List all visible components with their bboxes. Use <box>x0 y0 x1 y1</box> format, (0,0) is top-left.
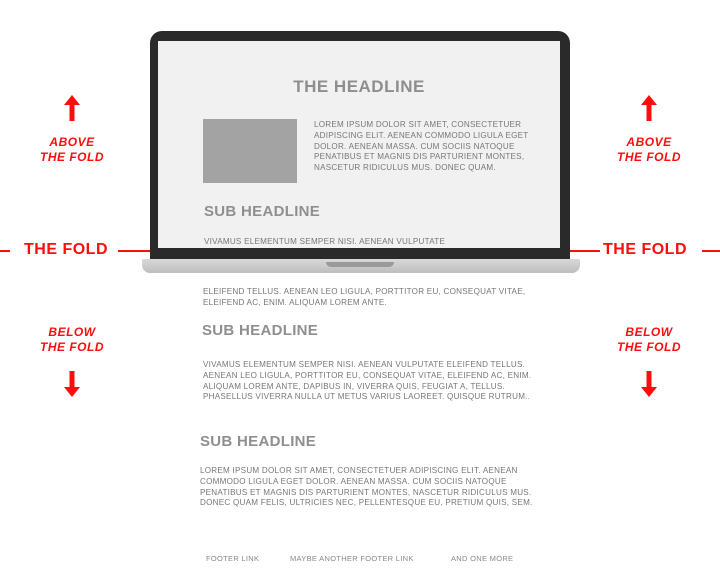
fold-line-right-end <box>702 250 720 252</box>
arrow-up-icon <box>64 95 80 121</box>
paragraph-3: LOREM IPSUM DOLOR SIT AMET, CONSECTETUER… <box>200 466 533 508</box>
fold-line-right <box>570 250 600 252</box>
above-fold-label-right: ABOVE THE FOLD <box>617 135 681 164</box>
arrow-down-icon <box>641 371 657 397</box>
fold-label-right: THE FOLD <box>603 241 687 258</box>
fold-line-left-start <box>0 250 10 252</box>
image-placeholder <box>203 119 297 183</box>
laptop-notch <box>326 262 394 267</box>
paragraph-1-continued: ELEIFEND TELLUS. AENEAN LEO LIGULA, PORT… <box>203 287 526 307</box>
arrow-up-icon <box>641 95 657 121</box>
page-headline: THE HEADLINE <box>293 77 425 96</box>
footer-link-1[interactable]: FOOTER LINK <box>206 554 260 563</box>
fold-line-left <box>118 250 150 252</box>
fold-label-left: THE FOLD <box>24 241 108 258</box>
intro-paragraph: LOREM IPSUM DOLOR SIT AMET, CONSECTETUER… <box>314 120 529 173</box>
paragraph-1-first-line: VIVAMUS ELEMENTUM SEMPER NISI. AENEAN VU… <box>204 237 446 246</box>
sub-headline-2: SUB HEADLINE <box>202 322 319 339</box>
below-fold-label-left: BELOW THE FOLD <box>40 325 104 354</box>
paragraph-2: VIVAMUS ELEMENTUM SEMPER NISI. AENEAN VU… <box>203 360 532 402</box>
above-fold-label-left: ABOVE THE FOLD <box>40 135 104 164</box>
arrow-down-icon <box>64 371 80 397</box>
sub-headline-3: SUB HEADLINE <box>200 433 317 450</box>
sub-headline-1: SUB HEADLINE <box>204 203 321 220</box>
footer-link-2[interactable]: MAYBE ANOTHER FOOTER LINK <box>290 554 414 563</box>
footer-link-3[interactable]: AND ONE MORE <box>451 554 514 563</box>
below-fold-label-right: BELOW THE FOLD <box>617 325 681 354</box>
